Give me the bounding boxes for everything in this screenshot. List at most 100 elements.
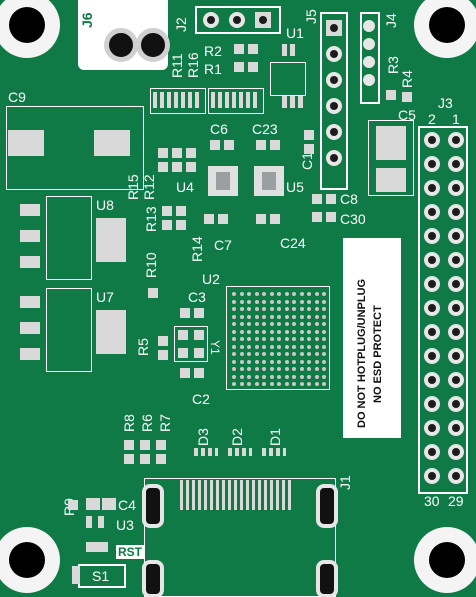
bga-ball: [269, 299, 274, 304]
label-r3: R3: [385, 56, 401, 74]
r1-pad: [234, 62, 244, 72]
bga-ball: [262, 299, 266, 304]
bga-ball: [292, 322, 296, 326]
u4-center: [216, 172, 230, 190]
bga-ball: [284, 344, 289, 349]
bga-ball: [307, 299, 311, 304]
bga-ball: [322, 292, 326, 296]
label-pin-29: 29: [448, 493, 464, 509]
label-r14: R14: [189, 236, 205, 262]
r13-pad: [176, 220, 186, 230]
r6-pad: [140, 440, 150, 450]
j3-pin: [448, 372, 464, 388]
resistor-array: [208, 88, 264, 114]
bga-ball: [314, 292, 319, 296]
bga-ball: [232, 329, 236, 334]
bga-ball: [269, 337, 274, 341]
bga-ball: [269, 314, 274, 319]
bga-ball: [269, 374, 274, 379]
bga-ball: [232, 322, 236, 326]
label-j3: J3: [438, 95, 453, 111]
warning-line-2: NO ESD PROTECT: [372, 305, 384, 403]
label-c4: C4: [118, 497, 136, 513]
bga-ball: [262, 382, 266, 386]
bga-ball: [307, 367, 311, 371]
bga-ball: [269, 352, 274, 356]
u8-pin: [20, 204, 40, 216]
bga-ball: [284, 359, 289, 364]
u1-pad: [282, 96, 287, 108]
bga-ball: [232, 307, 236, 311]
j5-pin: [326, 98, 342, 114]
bga-ball: [314, 374, 319, 379]
bga-ball: [239, 359, 244, 364]
bga-ball: [292, 292, 296, 296]
r12-pad: [158, 162, 168, 172]
bga-ball: [299, 337, 304, 341]
y1-pad: [178, 348, 188, 358]
label-r10: R10: [143, 252, 159, 278]
u1-pad: [290, 44, 295, 56]
u1-pad: [282, 44, 287, 56]
j3-pin: [424, 420, 440, 436]
r8-pad: [124, 440, 134, 450]
bga-ball: [322, 352, 326, 356]
bga-ball: [254, 329, 259, 334]
r1-pad: [248, 62, 258, 72]
bga-ball: [307, 337, 311, 341]
c8-pad: [312, 194, 322, 204]
j6-pin-2: [136, 28, 170, 62]
bga-ball: [322, 367, 326, 371]
c2-pad: [194, 368, 204, 378]
c30-pad: [326, 212, 336, 222]
bga-ball: [314, 344, 319, 349]
j3-pin: [448, 348, 464, 364]
u3-pad: [98, 516, 104, 528]
label-c6: C6: [210, 121, 228, 137]
j3-pin: [448, 276, 464, 292]
bga-ball: [277, 322, 281, 326]
bga-ball: [284, 352, 289, 356]
bga-ball: [239, 292, 244, 296]
j1-slot: [142, 484, 164, 528]
bga-ball: [322, 359, 326, 364]
bga-ball: [284, 292, 289, 296]
r15-pad: [186, 148, 196, 158]
bga-ball: [254, 337, 259, 341]
bga-ball: [232, 374, 236, 379]
bga-ball: [239, 307, 244, 311]
bga-ball: [239, 322, 244, 326]
label-j5: J5: [303, 9, 319, 24]
bga-ball: [307, 344, 311, 349]
j4-outline: [360, 12, 380, 104]
label-r8: R8: [121, 414, 137, 432]
bga-ball: [254, 314, 259, 319]
bga-ball: [269, 307, 274, 311]
u7-pin: [20, 296, 40, 308]
r15-pad: [158, 148, 168, 158]
bga-ball: [254, 352, 259, 356]
bga-ball: [284, 367, 289, 371]
j1-slot: [142, 560, 164, 597]
bga-ball: [247, 329, 251, 334]
c30-pad: [312, 212, 322, 222]
bga-ball: [299, 322, 304, 326]
j3-pin: [424, 252, 440, 268]
bga-ball: [262, 292, 266, 296]
j2-pin: [203, 12, 219, 28]
j1-slot: [316, 560, 338, 597]
bga-ball: [292, 329, 296, 334]
bga-ball: [232, 314, 236, 319]
r5-pad: [158, 336, 168, 346]
j5-pin-square: [326, 20, 342, 36]
bga-ball: [314, 322, 319, 326]
y1-pad: [178, 330, 188, 340]
r13-pad: [162, 220, 172, 230]
label-c1: C1: [299, 152, 315, 170]
label-r2: R2: [204, 43, 222, 59]
r2-pad: [248, 44, 258, 54]
bga-ball: [277, 374, 281, 379]
bga-ball: [284, 329, 289, 334]
bga-ball: [299, 352, 304, 356]
r7-pad: [156, 440, 166, 450]
